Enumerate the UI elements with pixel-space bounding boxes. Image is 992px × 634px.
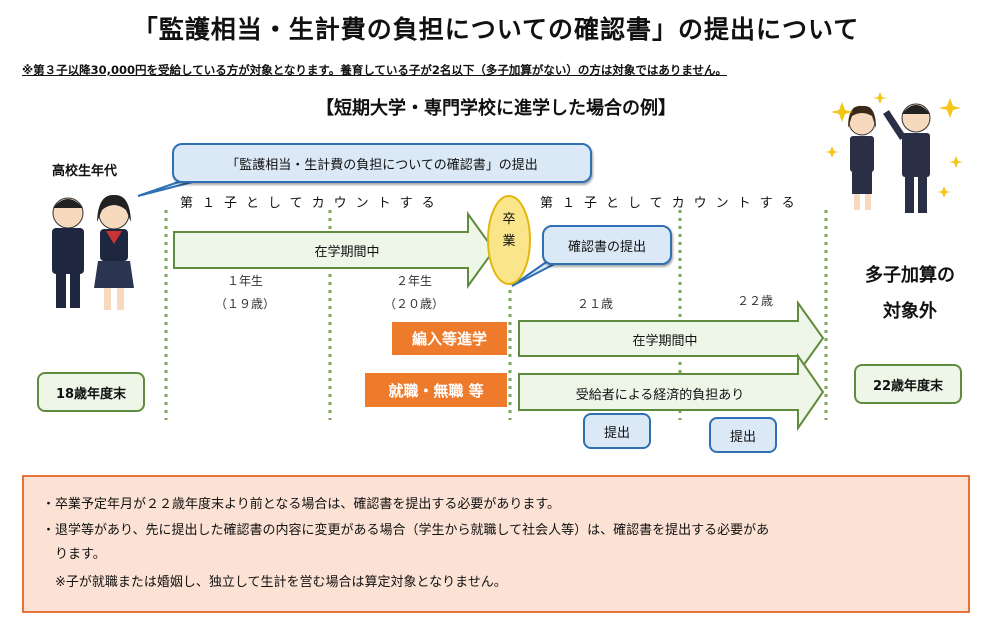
age-18-end-box: 18歳年度末 bbox=[37, 372, 145, 412]
students-illustration bbox=[52, 194, 134, 310]
employment-arrow bbox=[518, 352, 825, 432]
graduates-illustration bbox=[825, 92, 963, 213]
economic-burden-label: 受給者による経済的負担あり bbox=[575, 388, 745, 403]
age-22-label: ２２歳 bbox=[736, 294, 773, 308]
page-title: 「監護相当・生計費の負担についての確認書」の提出について bbox=[132, 15, 860, 44]
count-as-first-child-label-2: 第１子としてカウントする bbox=[540, 196, 804, 211]
excluded-from-multi-child-label: 多子加算の 対象外 bbox=[846, 258, 974, 330]
count-as-first-child-label-1: 第１子としてカウントする bbox=[180, 196, 444, 211]
transfer-enrolled-label: 在学期間中 bbox=[632, 334, 698, 349]
age-22-end-box: 22歳年度末 bbox=[854, 364, 962, 404]
note-item-1: ・卒業予定年月が２２歳年度末より前となる場合は、確認書を提出する必要があります。 bbox=[42, 497, 561, 512]
excluded-label-line-1: 多子加算の bbox=[865, 265, 955, 286]
year-1-label: １年生 bbox=[226, 274, 263, 288]
submit-badge-2: 提出 bbox=[709, 417, 777, 453]
graduation-label: 卒 業 bbox=[502, 212, 516, 249]
note-item-2-continued: ります。 bbox=[42, 547, 106, 562]
submit-badge-1: 提出 bbox=[583, 413, 651, 449]
high-school-age-label: 高校生年代 bbox=[52, 164, 118, 179]
graduation-ellipse bbox=[487, 195, 531, 285]
year-2-label: ２年生 bbox=[395, 274, 432, 288]
transfer-advance-label: 編入等進学 bbox=[392, 322, 507, 355]
note-item-3: ※子が就職または婚姻し、独立して生計を営む場合は算定対象となりません。 bbox=[42, 575, 507, 590]
excluded-label-line-2: 対象外 bbox=[883, 301, 937, 322]
notes-panel: ・卒業予定年月が２２歳年度末より前となる場合は、確認書を提出する必要があります。… bbox=[22, 475, 970, 613]
age-21-label: ２１歳 bbox=[576, 297, 613, 311]
year-2-age: （２０歳） bbox=[383, 297, 444, 311]
confirmation-submit-callout: 確認書の提出 bbox=[542, 225, 672, 265]
enrolled-period-label: 在学期間中 bbox=[314, 245, 380, 260]
year-1-age: （１９歳） bbox=[214, 297, 275, 311]
employed-unemployed-label: 就職・無職 等 bbox=[365, 373, 507, 407]
transfer-arrow bbox=[518, 299, 825, 377]
diagram-subtitle: 【短期大学・専門学校に進学した場合の例】 bbox=[316, 98, 676, 119]
submit-confirmation-callout: 「監護相当・生計費の負担についての確認書」の提出 bbox=[172, 143, 592, 183]
enrolled-arrow bbox=[173, 210, 496, 290]
note-item-2: ・退学等があり、先に提出した確認書の内容に変更がある場合（学生から就職して社会人… bbox=[42, 523, 770, 538]
eligibility-note: ※第３子以降30,000円を受給している方が対象となります。養育している子が2名… bbox=[22, 63, 728, 77]
